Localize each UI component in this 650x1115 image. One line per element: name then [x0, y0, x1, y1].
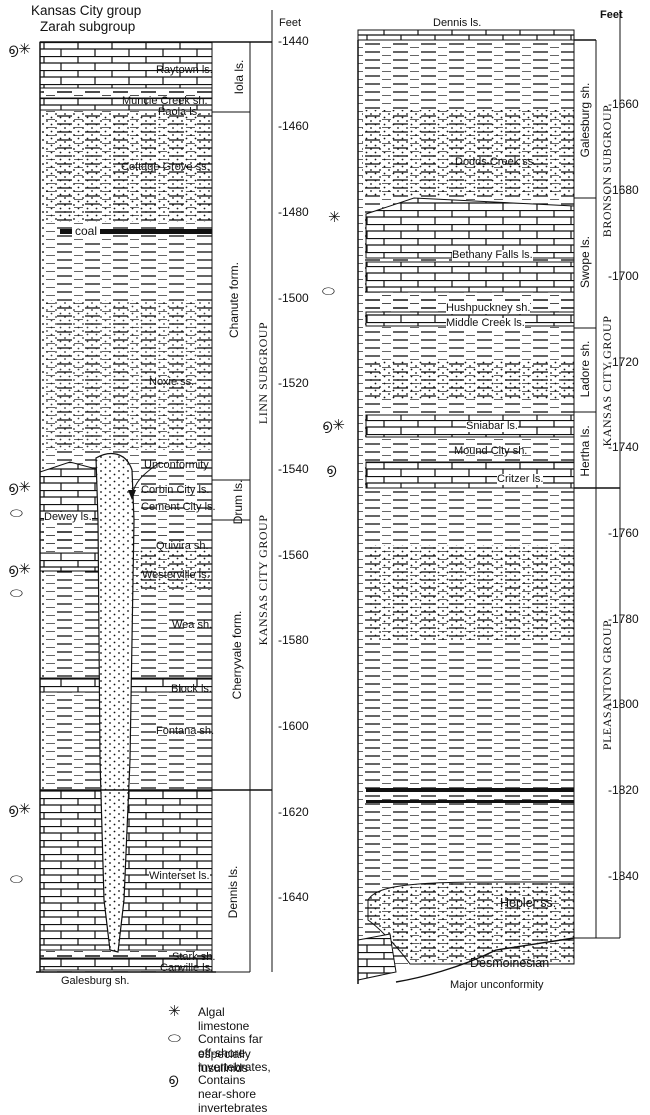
galesburg-vertical-label: Galesburg sh.: [579, 83, 591, 158]
iola-vertical-label: Iola ls.: [233, 60, 245, 95]
fusulinid-icon: ⬭: [168, 1031, 181, 1046]
cement-city-label: Cement City ls.: [141, 502, 216, 513]
cottage-grove-label: Cottage Grove ss.: [121, 162, 210, 173]
sniabar-label: Sniabar ls.: [466, 421, 518, 432]
hushpuckney-label: Hushpuckney sh.: [446, 303, 530, 314]
linn-subgroup-vertical-label: LINN SUBGROUP: [257, 322, 269, 424]
left-tick: -1520: [278, 377, 309, 389]
kcg-left-vertical-label: KANSAS CITY GROUP: [257, 515, 269, 646]
dennis-vertical-label: Dennis ls.: [227, 866, 239, 919]
swope-vertical-label: Swope ls.: [579, 236, 591, 288]
cherryvale-vertical-label: Cherryvale form.: [231, 611, 243, 700]
wea-label: Wea sh.: [172, 620, 212, 631]
left-tick: -1460: [278, 120, 309, 132]
middle-creek-label: Middle Creek ls.: [446, 318, 525, 329]
unconformity-label: Unconformity: [144, 460, 209, 471]
paola-label: Paola ls.: [158, 107, 200, 118]
left-tick: -1640: [278, 891, 309, 903]
kansas-city-group-header: Kansas City group: [31, 4, 141, 18]
left-tick: -1540: [278, 463, 309, 475]
left-tick: -1620: [278, 806, 309, 818]
left-tick: -1560: [278, 549, 309, 561]
pleasanton-vertical-label: PLEASANTON GROUP: [601, 620, 613, 750]
westerville-label: Westerville ls.: [142, 570, 210, 581]
left-feet-unit: Feet: [279, 18, 301, 29]
noxie-label: Noxie ss.: [149, 377, 194, 388]
coal-label: coal: [72, 225, 100, 237]
winterset-label: Winterset ls.: [149, 871, 210, 882]
mound-city-label: Mound City sh.: [454, 446, 527, 457]
galesburg-label: Galesburg sh.: [61, 976, 129, 987]
corbin-city-label: Corbin City ls.: [141, 485, 209, 496]
legend-offshore-text-2: especially fusulinids: [198, 1048, 251, 1076]
left-tick: -1580: [278, 634, 309, 646]
near-shore-icon: ൭✳: [8, 42, 31, 57]
right-tick: -1740: [608, 441, 639, 453]
right-tick: -1660: [608, 98, 639, 110]
left-tick: -1500: [278, 292, 309, 304]
fontana-label: Fontana sh.: [156, 726, 214, 737]
major-unconformity-label: Major unconformity: [450, 980, 544, 991]
near-shore-icon: ൭: [326, 462, 336, 477]
bethany-falls-label: Bethany Falls ls.: [452, 250, 533, 261]
right-feet-unit: Feet: [600, 10, 623, 21]
right-tick: -1760: [608, 527, 639, 539]
ladore-vertical-label: Ladore sh.: [579, 341, 591, 398]
near-shore-icon: ൭✳: [322, 418, 345, 433]
block-label: Block ls.: [171, 684, 212, 695]
hepler-label: Hepler ss.: [500, 897, 556, 910]
fusulinid-icon: ⬭: [10, 586, 23, 601]
dennis-right-label: Dennis ls.: [433, 18, 481, 29]
canville-label: Canville ls.: [160, 963, 213, 974]
left-tick: -1440: [278, 35, 309, 47]
right-tick: -1820: [608, 784, 639, 796]
raytown-label: Raytown ls.: [156, 65, 213, 76]
quivira-label: Quivira sh.: [156, 541, 209, 552]
desmoinesian-label: Desmoinesian: [470, 957, 549, 970]
zarah-subgroup-header: Zarah subgroup: [40, 20, 135, 34]
right-tick: -1840: [608, 870, 639, 882]
hertha-vertical-label: Hertha ls.: [579, 425, 591, 476]
right-tick: -1700: [608, 270, 639, 282]
fusulinid-icon: ⬭: [322, 284, 335, 299]
dewey-label: Dewey ls.: [44, 512, 92, 523]
fusulinid-icon: ⬭: [10, 872, 23, 887]
fusulinid-icon: ⬭: [10, 506, 23, 521]
near-shore-icon: ൭✳: [8, 480, 31, 495]
chanute-vertical-label: Chanute form.: [228, 262, 240, 338]
right-tick: -1680: [608, 184, 639, 196]
kcg-right-vertical-label: KANSAS CITY GROUP: [601, 316, 613, 447]
legend-algal-text: Algal limestone: [198, 1006, 249, 1034]
left-tick: -1600: [278, 720, 309, 732]
bronson-subgroup-vertical-label: BRONSON SUBGROUP: [601, 105, 613, 237]
near-shore-icon: ൭: [168, 1072, 178, 1087]
critzer-label: Critzer ls.: [497, 474, 543, 485]
algal-icon: ✳: [168, 1004, 181, 1019]
algal-icon: ✳: [328, 210, 341, 225]
drum-vertical-label: Drum ls.: [232, 480, 244, 525]
dodds-creek-label: Dodds Creek ss.: [455, 157, 536, 168]
left-tick: -1480: [278, 206, 309, 218]
right-tick: -1780: [608, 613, 639, 625]
legend-nearshore-text: Contains near-shore invertebrates: [198, 1074, 267, 1115]
right-tick: -1800: [608, 698, 639, 710]
near-shore-icon: ൭✳: [8, 562, 31, 577]
right-tick: -1720: [608, 356, 639, 368]
near-shore-icon: ൭✳: [8, 802, 31, 817]
